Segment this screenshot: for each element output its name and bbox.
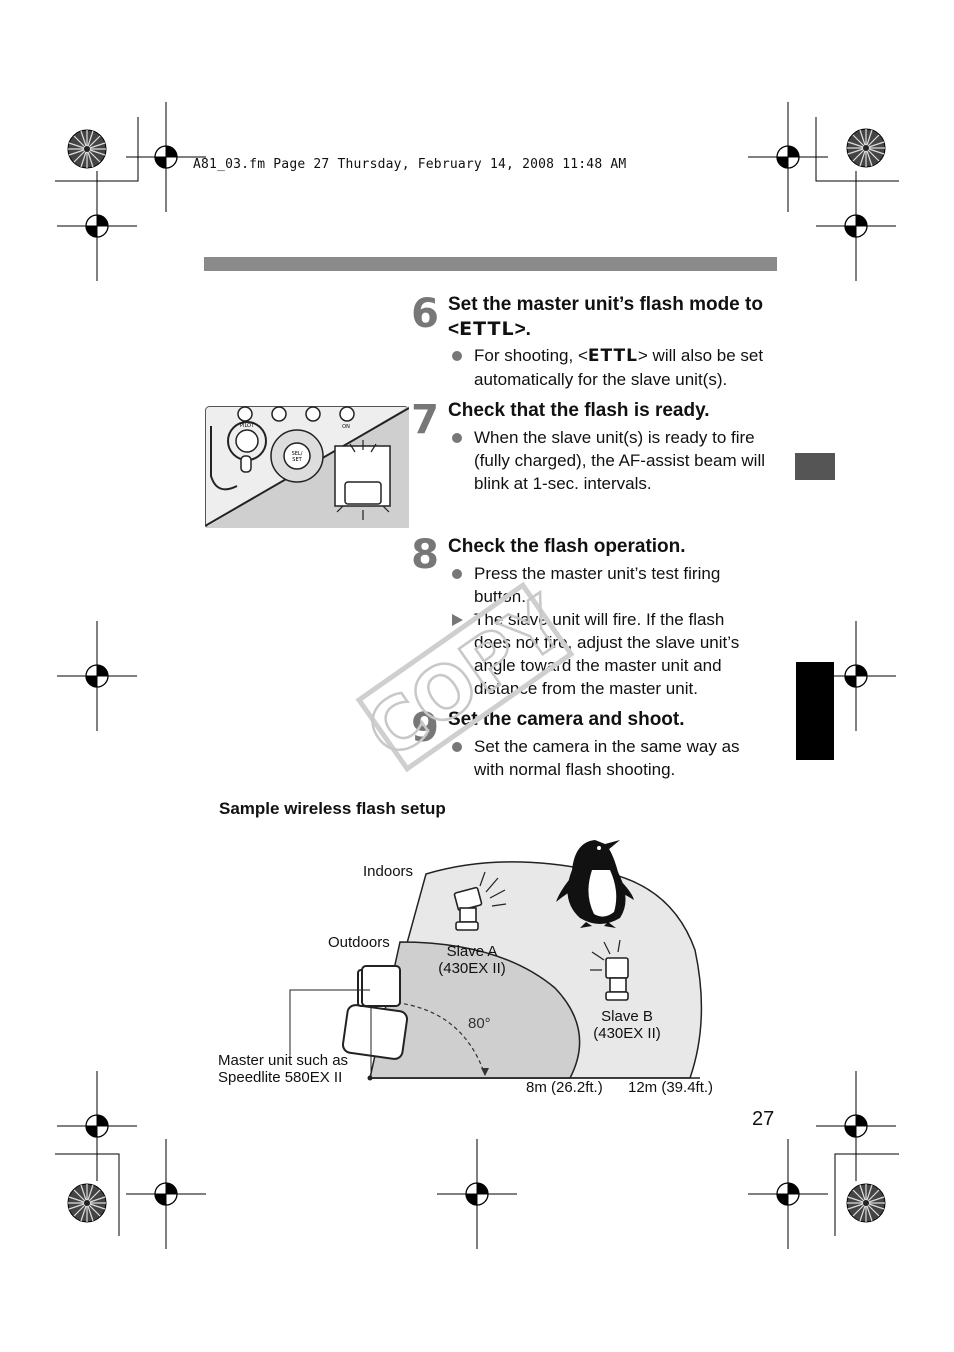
distance-8m-label: 8m (26.2ft.) [526,1079,603,1096]
step-title-8: Check the flash operation. [448,536,686,557]
step-8-bullet-2: The slave unit will fire. If the flash d… [452,608,764,700]
slave-b-label: Slave B (430EX II) [593,1008,661,1042]
penguin-icon [556,840,634,928]
flash-unit-illustration: PILOT ON SEL/ SET [205,406,409,528]
step-number-7: 7 [411,397,439,443]
step-title-9: Set the camera and shoot. [448,709,685,730]
set-label: SET [292,457,302,463]
section-bar [204,257,777,271]
copy-watermark: COPY [355,579,575,776]
file-header: A81_03.fm Page 27 Thursday, February 14,… [193,157,627,172]
side-tab-black [796,662,834,760]
step-title-6: Set the master unit’s flash mode to <ETT… [448,294,763,340]
ettl-mode-label: ETTL [587,346,638,366]
sel-label: SEL/ [292,451,303,457]
pilot-label: PILOT [240,423,255,429]
diagram-title: Sample wireless flash setup [219,799,446,818]
step-9-bullet: Set the camera in the same way as with n… [452,735,774,781]
distance-12m-label: 12m (39.4ft.) [628,1079,714,1096]
master-unit-label: Master unit such as Speedlite 580EX II [218,1052,349,1086]
ettl-mode-label: ETTL [459,318,515,340]
angle-label: 80° [468,1015,491,1032]
page-number: 27 [752,1108,775,1130]
indoors-label: Indoors [363,863,414,880]
step-title-7: Check that the flash is ready. [448,400,710,421]
slave-a-label: Slave A (430EX II) [438,943,506,977]
outdoors-label: Outdoors [328,934,390,951]
step-6-bullet: For shooting, <ETTL> will also be set au… [452,344,784,391]
step-number-6: 6 [411,291,439,337]
side-tab-gray [795,453,835,480]
wireless-setup-diagram [289,840,703,1081]
step-number-8: 8 [411,532,439,578]
on-label: ON [342,424,350,430]
step-number-9: 9 [411,705,439,751]
step-7-bullet: When the slave unit(s) is ready to fire … [452,426,779,495]
